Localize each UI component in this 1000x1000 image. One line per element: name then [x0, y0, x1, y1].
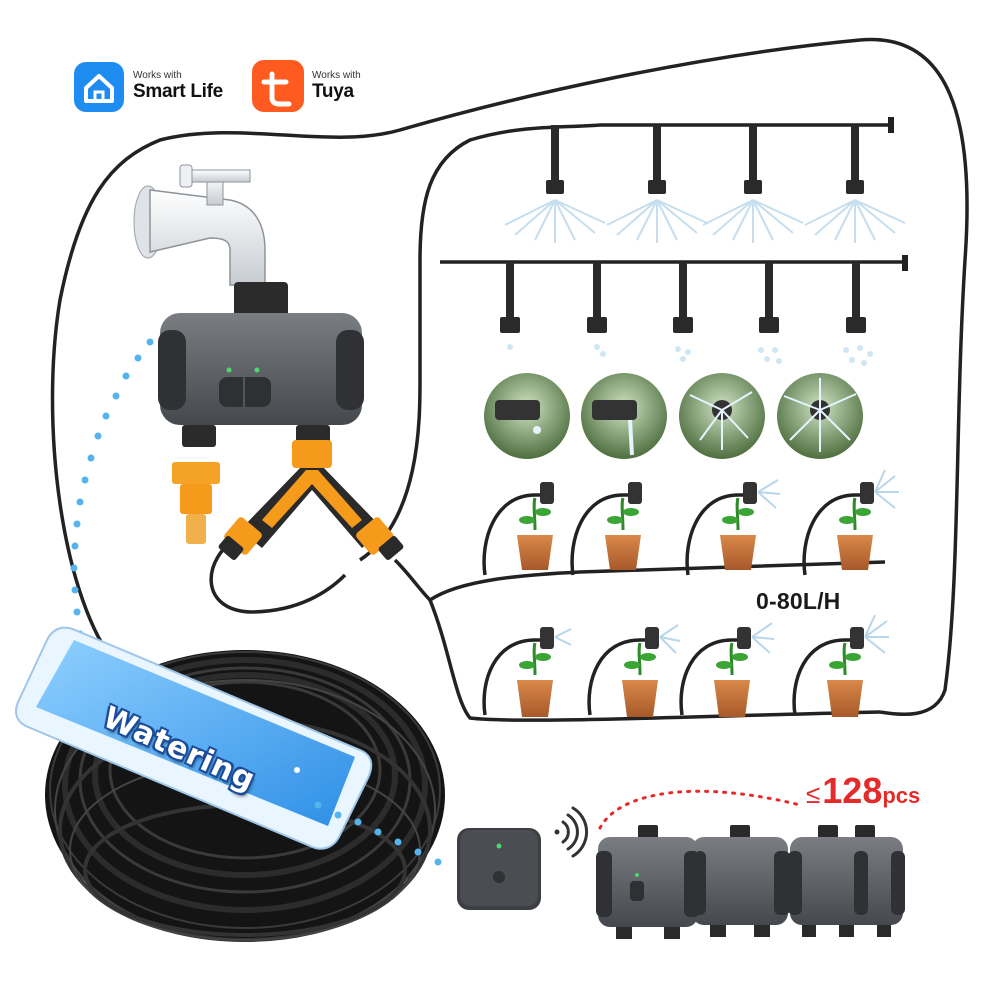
water-timer-icon: [158, 282, 364, 447]
faucet-icon: [133, 164, 266, 286]
gateway-hub-icon: [457, 828, 541, 910]
main-hose-loop: [50, 37, 969, 716]
signal-dots-phone-timer: [70, 338, 154, 638]
capacity-unit: pcs: [882, 783, 921, 808]
red-dotted-arc: [598, 789, 802, 830]
tuya-works-with: Works with: [312, 70, 361, 81]
nozzle-closeup-1: [484, 373, 570, 459]
short-hose: [209, 533, 347, 614]
flow-rate-label: 0-80L/H: [756, 588, 841, 614]
plant-row-bottom: [482, 614, 889, 717]
nozzle-closeups: [484, 373, 863, 459]
capacity-label: ≤128pcs: [806, 770, 920, 812]
signal-dots-phone-gateway: [314, 801, 442, 866]
smart-life-works-with: Works with: [133, 70, 182, 81]
nozzle-closeup-4: [777, 373, 863, 459]
drip-emitter-row: [500, 255, 908, 366]
capacity-number: 128: [822, 770, 883, 811]
timer-group: [596, 825, 905, 939]
distribution-lines: [359, 123, 905, 722]
smart-life-badge: Works with Smart Life: [133, 70, 223, 102]
nozzle-closeup-3: [679, 373, 765, 459]
tuya-t-icon: [252, 60, 304, 112]
plant-row-top: [482, 469, 899, 576]
hose-connector-icon: [172, 462, 220, 544]
tuya-brand: Tuya: [312, 80, 354, 102]
y-splitter-icon: [218, 440, 404, 560]
phone-icon: [15, 626, 373, 850]
tuya-badge: Works with Tuya: [312, 70, 361, 102]
smart-life-home-icon: [74, 62, 124, 112]
mist-sprayer-row: [504, 117, 906, 243]
wifi-signal-icon: [554, 806, 589, 858]
smart-life-brand: Smart Life: [133, 80, 223, 102]
capacity-symbol: ≤: [806, 779, 821, 809]
nozzle-closeup-2: [581, 373, 667, 459]
